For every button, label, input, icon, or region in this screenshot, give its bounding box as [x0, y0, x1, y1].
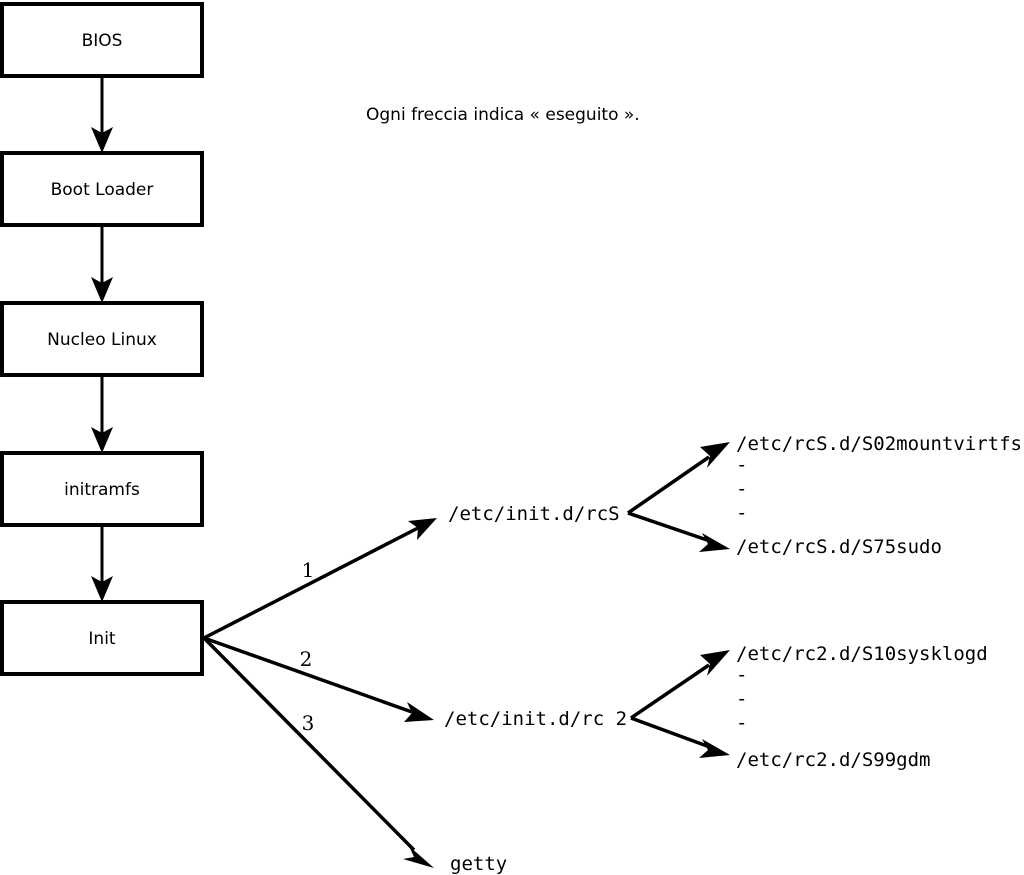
branch-number-3: 3 — [302, 711, 315, 735]
stage-label-boot-loader: Boot Loader — [51, 180, 154, 200]
stage-label-init: Init — [88, 629, 116, 649]
script-rcs-first: /etc/rcS.d/S02mountvirtfs — [736, 433, 1022, 455]
stage-box-bios: BIOS — [0, 2, 204, 78]
branch-target-rc2: /etc/init.d/rc 2 — [444, 708, 627, 730]
arrow-initramfs-to-init — [91, 525, 113, 602]
arrow-init-branch-1 — [203, 518, 437, 640]
stage-label-nucleo-linux: Nucleo Linux — [47, 330, 157, 350]
script-rc2-last: /etc/rc2.d/S99gdm — [736, 749, 930, 771]
script-rc2-ellipsis-2: - — [736, 688, 747, 710]
script-rc2-ellipsis-1: - — [736, 664, 747, 686]
script-rc2-ellipsis-3: - — [736, 712, 747, 734]
script-rcs-last: /etc/rcS.d/S75sudo — [736, 536, 942, 558]
arrow-init-branch-3 — [202, 636, 434, 868]
branch-number-2: 2 — [300, 647, 313, 671]
arrow-init-branch-2 — [203, 636, 434, 722]
arrow-rcs-to-last-script — [627, 511, 730, 552]
stage-box-nucleo-linux: Nucleo Linux — [0, 301, 204, 377]
script-rc2-first: /etc/rc2.d/S10sysklogd — [736, 643, 988, 665]
arrow-rcs-to-first-script — [627, 442, 730, 515]
arrow-rc2-to-last-script — [630, 716, 730, 758]
script-rcs-ellipsis-3: - — [736, 502, 747, 524]
arrow-bios-to-boot-loader — [91, 76, 113, 153]
branch-target-getty: getty — [450, 853, 507, 875]
branch-target-rcs: /etc/init.d/rcS — [448, 503, 620, 525]
stage-box-init: Init — [0, 600, 204, 676]
arrow-boot-loader-to-nucleo-linux — [91, 225, 113, 303]
stage-box-initramfs: initramfs — [0, 451, 204, 527]
stage-label-bios: BIOS — [82, 31, 123, 51]
diagram-note: Ogni freccia indica « eseguito ». — [366, 105, 640, 125]
arrow-nucleo-linux-to-initramfs — [91, 375, 113, 453]
branch-number-1: 1 — [302, 558, 315, 582]
stage-label-initramfs: initramfs — [64, 480, 140, 500]
stage-box-boot-loader: Boot Loader — [0, 151, 204, 227]
script-rcs-ellipsis-2: - — [736, 478, 747, 500]
script-rcs-ellipsis-1: - — [736, 454, 747, 476]
arrow-rc2-to-first-script — [630, 650, 730, 720]
